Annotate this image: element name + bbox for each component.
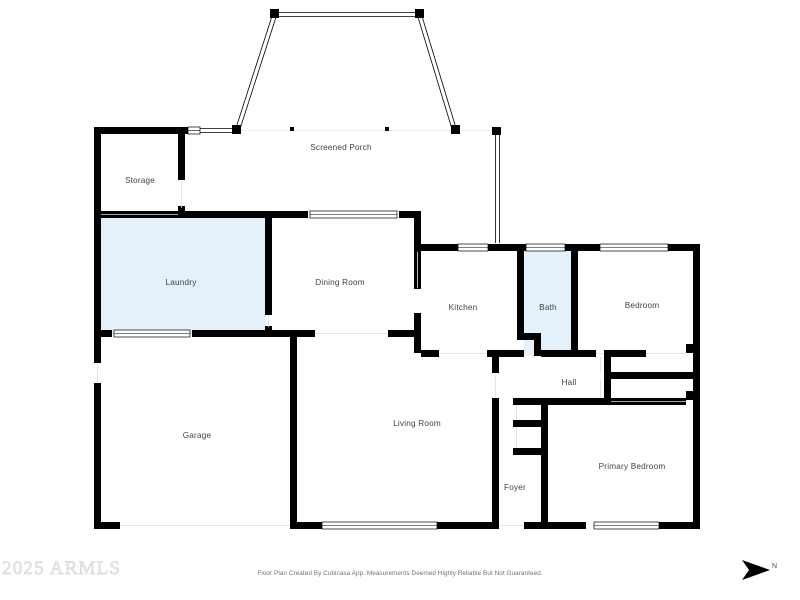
wall-kitchen-bottom	[487, 350, 524, 357]
window-living-bottom	[321, 521, 438, 530]
wall-kitchen-bottom-left	[421, 350, 439, 357]
wall-dining-bottom-left	[297, 330, 315, 337]
wall-kitchen-left-upper	[414, 244, 421, 258]
door-openings	[97, 180, 686, 526]
wall-laundry-bottom-left	[94, 330, 112, 337]
room-label-laundry: Laundry	[166, 278, 198, 287]
wall-bedroom-right-stub	[686, 344, 693, 353]
wall-living-bottom-left	[290, 522, 322, 529]
armls-watermark: 2025 ARMLS	[2, 558, 122, 580]
wall-garage-left-lower	[94, 383, 101, 529]
wall-dining-right	[414, 211, 421, 251]
room-label-primary-bedroom: Primary Bedroom	[599, 462, 666, 471]
wall-foyer-left	[513, 398, 520, 405]
wall-storage-right	[178, 134, 185, 180]
window-bath-top	[525, 243, 566, 252]
wall-bath-closet-right	[534, 333, 541, 356]
wall-living-right-upper	[492, 357, 499, 373]
wall-kitchen-top	[421, 244, 458, 251]
wall-hall-left	[487, 350, 494, 357]
wall-bedroom-right	[693, 244, 700, 529]
wall-closet-right-stub	[686, 391, 693, 400]
window-laundry-bottom	[113, 329, 191, 338]
wall-bath-top-right	[565, 244, 578, 251]
wall-garage-bottom	[94, 522, 120, 529]
wall-garage-left-upper	[94, 337, 101, 363]
wall-bedroom-bottom-2	[604, 350, 646, 357]
north-arrow-icon	[742, 560, 770, 580]
screened-porch-structure	[190, 12, 500, 243]
room-label-kitchen: Kitchen	[449, 303, 478, 312]
window-dining-top	[309, 210, 398, 219]
wall-closet-vertical	[604, 350, 611, 405]
wall-foyer-top	[513, 398, 548, 405]
wall-primary-bottom-left	[524, 522, 586, 529]
wall-bedroom-bottom	[578, 350, 596, 357]
wall-bath-bottom	[541, 350, 578, 357]
wall-bedroom-top-left	[578, 244, 600, 251]
laundry-fill	[100, 214, 266, 334]
wall-storage-left	[94, 127, 101, 214]
wall-bath-top-left	[517, 244, 526, 251]
wall-bath-right	[571, 244, 578, 356]
porch-posts	[184, 9, 501, 135]
highlighted-room-fills	[100, 214, 572, 356]
wall-laundry-top	[94, 211, 272, 218]
room-label-storage: Storage	[125, 176, 155, 185]
wall-laundry-right	[265, 211, 272, 315]
wall-dining-bottom-right	[388, 330, 421, 337]
wall-laundry-left	[94, 211, 101, 337]
wall-living-right	[492, 398, 499, 529]
room-label-hall: Hall	[562, 378, 577, 387]
room-label-bath: Bath	[539, 303, 557, 312]
wall-hall-right	[541, 398, 604, 405]
wall-dining-top-right	[399, 211, 421, 218]
wall-foyer-mid	[513, 420, 548, 427]
north-label: N	[772, 563, 778, 570]
window-storage-top	[187, 126, 201, 135]
wall-bath-left	[517, 244, 524, 335]
room-label-screened-porch: Screened Porch	[310, 143, 372, 152]
window-kitchen-top	[457, 243, 489, 252]
wall-foyer-right	[541, 398, 548, 529]
wall-garage-right-top	[272, 330, 297, 337]
window-primary-bottom	[593, 521, 660, 530]
wall-living-bottom-right	[437, 522, 499, 529]
wall-storage-top	[94, 127, 190, 134]
wall-dining-top-left	[272, 211, 308, 218]
room-label-garage: Garage	[183, 431, 212, 440]
room-labels: Screened Porch Storage Laundry Dining Ro…	[125, 143, 665, 492]
room-label-bedroom: Bedroom	[625, 301, 660, 310]
wall-laundry-bottom-right	[192, 330, 272, 337]
wall-primary-bottom-right	[659, 522, 700, 529]
north-arrow: N	[740, 558, 796, 584]
room-label-foyer: Foyer	[504, 483, 526, 492]
window-bedroom-top	[599, 243, 669, 252]
disclaimer-text: Floor Plan Created By Cubicasa App. Meas…	[257, 570, 543, 577]
wall-closet-mid	[611, 372, 693, 379]
wall-foyer-bottom	[513, 448, 548, 455]
wall-bath-closet-top	[517, 333, 541, 340]
wall-kitchen-top-right	[487, 244, 517, 251]
windows	[113, 126, 669, 530]
wall-garage-right	[290, 337, 297, 529]
room-label-dining-room: Dining Room	[315, 278, 365, 287]
wall-bedroom-top-right	[668, 244, 700, 251]
room-label-living-room: Living Room	[393, 419, 441, 428]
